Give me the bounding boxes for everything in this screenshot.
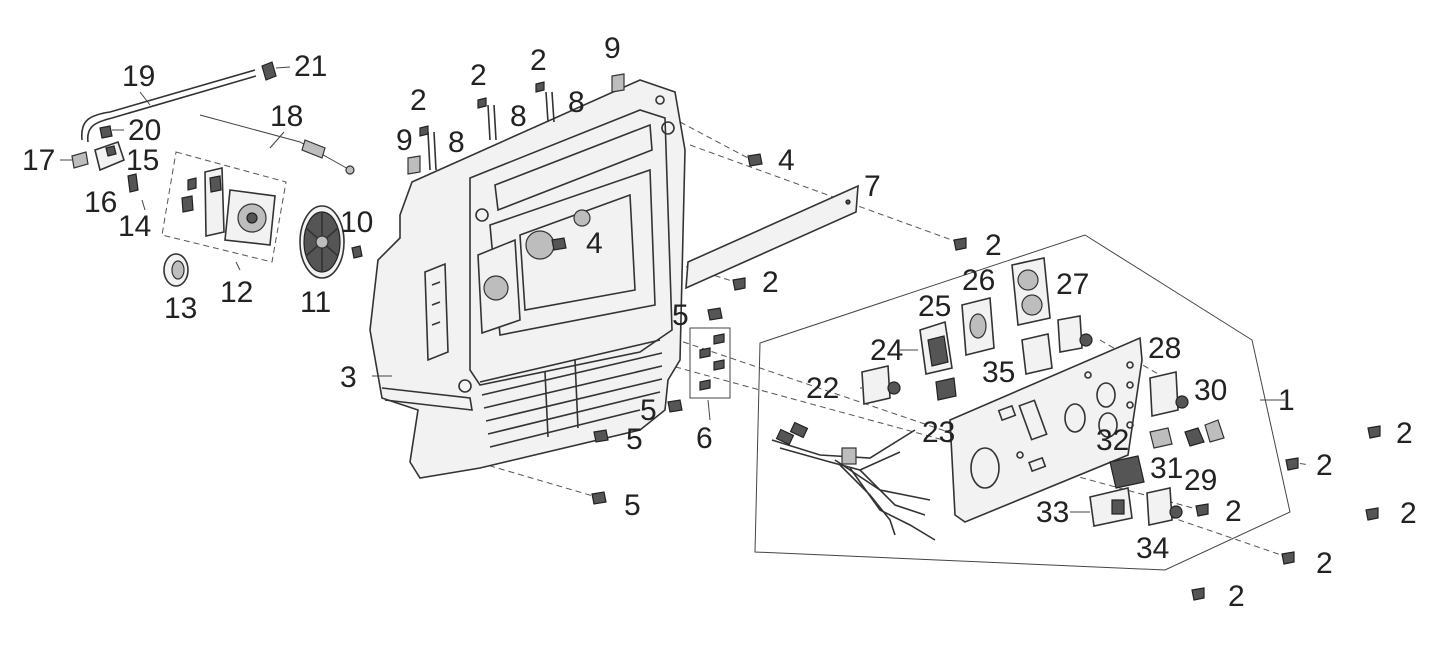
callout-2a: 2 [985, 229, 1002, 262]
callout-labels: 1 2 2 2 2 2 2 2 2 2 2 2 2 3 4 4 5 5 5 5 … [22, 32, 1417, 613]
control-plate-part-1 [949, 336, 1143, 523]
callout-16: 16 [84, 186, 117, 219]
callout-20: 20 [128, 114, 161, 147]
callout-33: 33 [1036, 496, 1069, 529]
callout-26: 26 [962, 264, 995, 297]
callout-2e: 2 [530, 44, 547, 77]
callout-31: 31 [1150, 452, 1183, 485]
callout-23: 23 [922, 416, 955, 449]
callout-9a: 9 [396, 124, 413, 157]
callout-22: 22 [806, 372, 839, 405]
control-cable-assembly [71, 61, 363, 287]
callout-2h: 2 [1400, 497, 1417, 530]
callout-14: 14 [118, 210, 151, 243]
callout-29: 29 [1184, 464, 1217, 497]
callout-25: 25 [918, 290, 951, 323]
label-leaders [60, 66, 1275, 513]
wire-harness [771, 421, 936, 541]
callout-9b: 9 [604, 32, 621, 65]
callout-4a: 4 [778, 144, 795, 177]
callout-7: 7 [864, 170, 881, 203]
callout-2c: 2 [410, 84, 427, 117]
callout-30: 30 [1194, 374, 1227, 407]
callout-18: 18 [270, 100, 303, 133]
callout-5c: 5 [626, 423, 643, 456]
callout-2i: 2 [1225, 495, 1242, 528]
callout-2f: 2 [1396, 417, 1413, 450]
callout-27: 27 [1056, 268, 1089, 301]
callout-2d: 2 [470, 59, 487, 92]
callout-28: 28 [1148, 332, 1181, 365]
callout-8c: 8 [568, 86, 585, 119]
callout-2k: 2 [1228, 580, 1245, 613]
callout-8b: 8 [510, 100, 527, 133]
callout-15: 15 [126, 144, 159, 177]
callout-35: 35 [982, 356, 1015, 389]
callout-5a: 5 [672, 299, 689, 332]
front-panel-part-3 [369, 79, 686, 479]
callout-32: 32 [1096, 424, 1129, 457]
callout-17: 17 [22, 144, 55, 177]
part-1-group-outline [754, 234, 1291, 571]
callout-3: 3 [340, 361, 357, 394]
callout-4b: 4 [586, 227, 603, 260]
callout-5b: 5 [640, 394, 657, 427]
grille-slats [479, 339, 663, 448]
callout-34: 34 [1136, 532, 1169, 565]
callout-19: 19 [122, 60, 155, 93]
callout-11: 11 [300, 286, 331, 319]
callout-12: 12 [220, 276, 253, 309]
callout-13: 13 [164, 292, 197, 325]
callout-10: 10 [340, 206, 373, 239]
callout-1: 1 [1278, 384, 1295, 417]
hardware-screws [407, 73, 1381, 601]
electrical-components [861, 257, 1225, 527]
callout-5d: 5 [624, 489, 641, 522]
callout-2j: 2 [1316, 547, 1333, 580]
callout-2b: 2 [762, 266, 779, 299]
callout-6: 6 [696, 422, 713, 455]
callout-21: 21 [294, 50, 327, 83]
callout-8a: 8 [448, 126, 465, 159]
callout-2g: 2 [1316, 449, 1333, 482]
callout-24: 24 [870, 334, 903, 367]
strip-part-7 [685, 184, 859, 290]
